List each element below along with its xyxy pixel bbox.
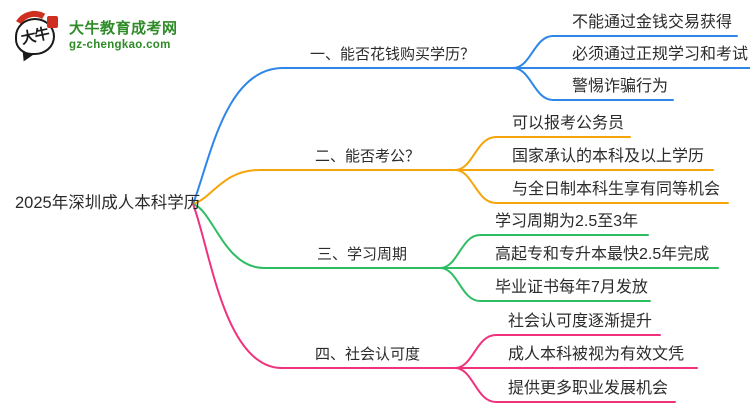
branch-3-line <box>192 203 441 269</box>
logo-bull-icon: 大牛 <box>8 6 61 64</box>
branch-4-child-2-label: 成人本科被视为有效文凭 <box>508 346 685 363</box>
branch-1-line <box>192 67 514 205</box>
logo-red-seal <box>47 16 58 28</box>
branch-3-child-1-line <box>439 234 649 269</box>
branch-4-child-3-line <box>454 367 676 403</box>
branch-3-label: 三、学习周期 <box>317 246 408 263</box>
branch-4-child-1-label: 社会认可度逐渐提升 <box>508 313 653 330</box>
branch-2-label: 二、能否考公？ <box>315 148 421 165</box>
branch-1-child-2-label: 必须通过正规学习和考试 <box>572 46 749 63</box>
site-logo[interactable]: 大牛 大牛教育成考网 gz-chengkao.com <box>8 6 178 64</box>
branch-3-child-3-line <box>439 267 651 302</box>
branch-2-child-1-label: 可以报考公务员 <box>512 115 625 132</box>
branch-2-child-3-line <box>454 169 729 204</box>
branch-4-child-1-line <box>454 334 661 369</box>
branch-1-child-1-line <box>512 35 738 69</box>
branch-1-child-1-label: 不能通过金钱交易获得 <box>572 14 733 31</box>
branch-2-child-1-line <box>454 136 631 171</box>
branch-2-child-2-label: 国家承认的本科及以上学历 <box>512 148 705 165</box>
branch-3-child-3-label: 毕业证书每年7月发放 <box>495 279 648 296</box>
branch-1-child-3-label: 警惕诈骗行为 <box>572 78 669 95</box>
branch-3-child-1-label: 学习周期为2.5至3年 <box>495 213 639 230</box>
branch-4-child-3-label: 提供更多职业发展机会 <box>508 380 669 397</box>
branch-1-label: 一、能否花钱购买学历？ <box>310 46 476 63</box>
branch-2-child-3-label: 与全日制本科生享有同等机会 <box>512 181 721 198</box>
branch-4-line <box>192 203 456 369</box>
branch-4-label: 四、社会认可度 <box>315 346 421 363</box>
logo-text-block: 大牛教育成考网 gz-chengkao.com <box>69 11 178 52</box>
branch-1-child-3-line <box>512 67 674 101</box>
site-domain: gz-chengkao.com <box>69 39 171 51</box>
site-name: 大牛教育成考网 <box>69 20 178 37</box>
branch-2-line <box>192 169 456 205</box>
central-topic: 2025年深圳成人本科学历 <box>15 194 201 212</box>
branch-3-child-2-label: 高起专和专升本最快2.5年完成 <box>495 246 710 263</box>
